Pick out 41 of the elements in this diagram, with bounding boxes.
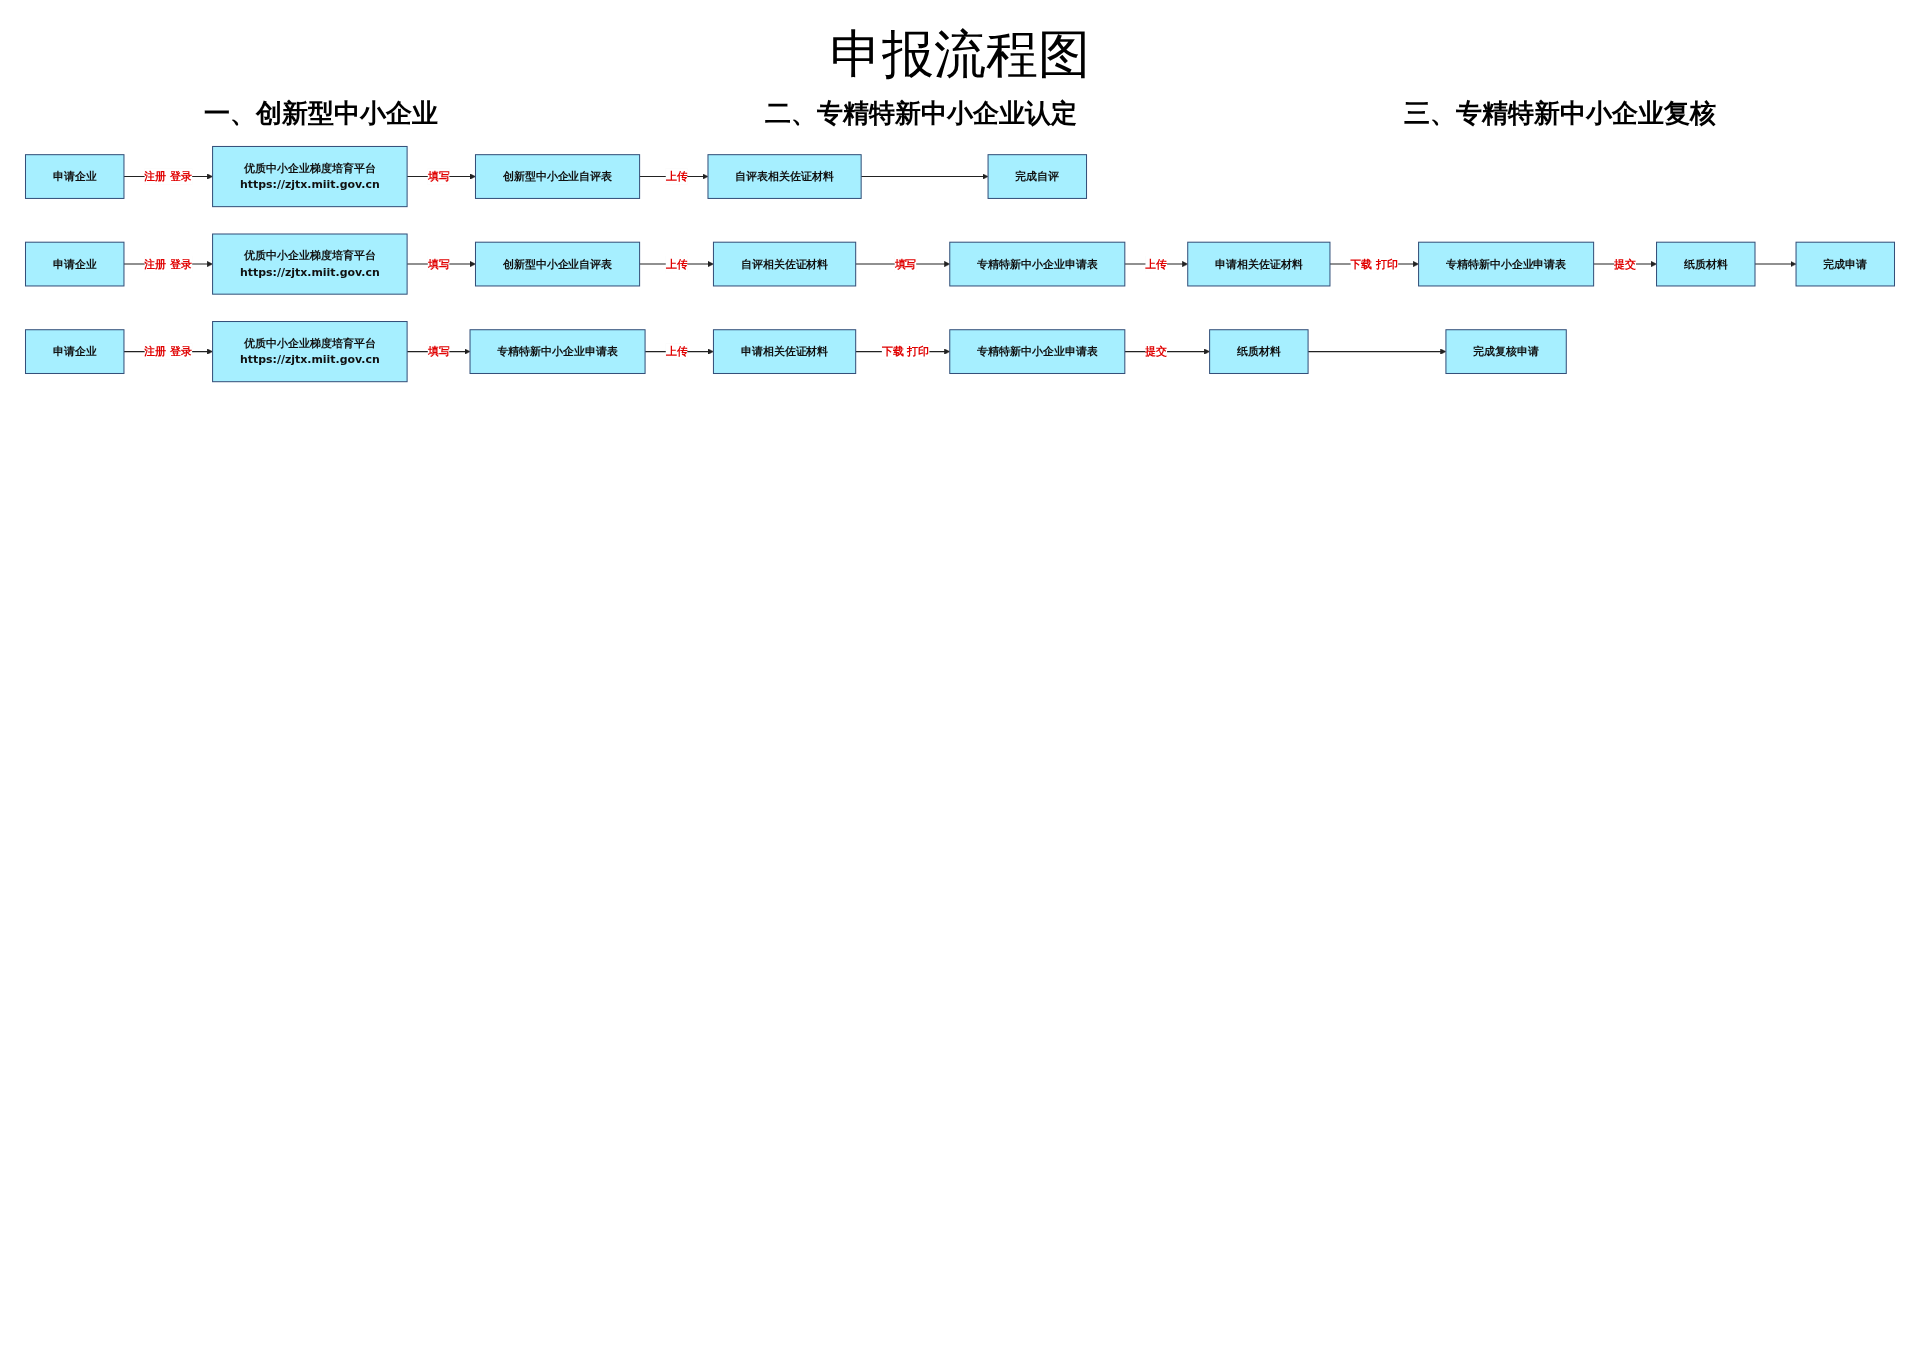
node-box: 优质中小企业梯度培育平台 https://zjtx.miit.gov.cn [212,321,408,383]
edge-label: 上传 [665,344,688,358]
edge-label: 下载 打印 [881,344,930,358]
edge-label: 填写 [427,169,450,183]
edge-label: 注册 登录 [144,169,193,183]
edge-label: 填写 [427,257,450,271]
node-box: 申请企业 [25,329,125,374]
diagram-title: 申报流程图 [829,23,1091,86]
node-box: 优质中小企业梯度培育平台 https://zjtx.miit.gov.cn [212,233,408,295]
edge-label: 上传 [665,257,688,271]
edge-label: 注册 登录 [144,344,193,358]
edge-label: 填写 [427,344,450,358]
edge-label: 提交 [1145,344,1168,358]
node-box: 申请企业 [25,154,125,199]
node-box: 完成复核申请 [1445,329,1567,374]
node-box: 创新型中小企业自评表 [474,154,641,199]
edge-label: 上传 [1145,257,1168,271]
node-box: 申请相关佐证材料 [1187,241,1331,287]
node-box: 自评表相关佐证材料 [707,154,862,199]
node-box: 纸质材料 [1656,241,1756,287]
node-box: 专精特新中小企业申请表 [949,241,1126,287]
node-box: 创新型中小企业自评表 [474,241,641,287]
node-box: 专精特新中小企业申请表 [949,329,1126,374]
section-heading: 二、专精特新中小企业认定 [765,97,1077,130]
section-heading: 三、专精特新中小企业复核 [1404,97,1717,130]
edge-label: 上传 [665,169,688,183]
section-heading: 一、创新型中小企业 [203,97,438,130]
edge-label: 注册 登录 [144,257,193,271]
edge-label: 填写 [894,257,917,271]
node-box: 完成自评 [987,154,1088,199]
node-box: 优质中小企业梯度培育平台 https://zjtx.miit.gov.cn [212,145,408,208]
edge-label: 提交 [1614,257,1637,271]
node-box: 申请企业 [25,241,125,287]
arrow [639,261,714,268]
node-box: 申请相关佐证材料 [712,329,857,374]
node-box: 纸质材料 [1209,329,1309,374]
node-box: 专精特新中小企业申请表 [469,329,646,374]
node-box: 完成申请 [1795,241,1895,287]
node-box: 自评相关佐证材料 [712,241,857,287]
node-box: 专精特新中小企业申请表 [1418,241,1595,287]
edge-label: 下载 打印 [1350,257,1399,271]
